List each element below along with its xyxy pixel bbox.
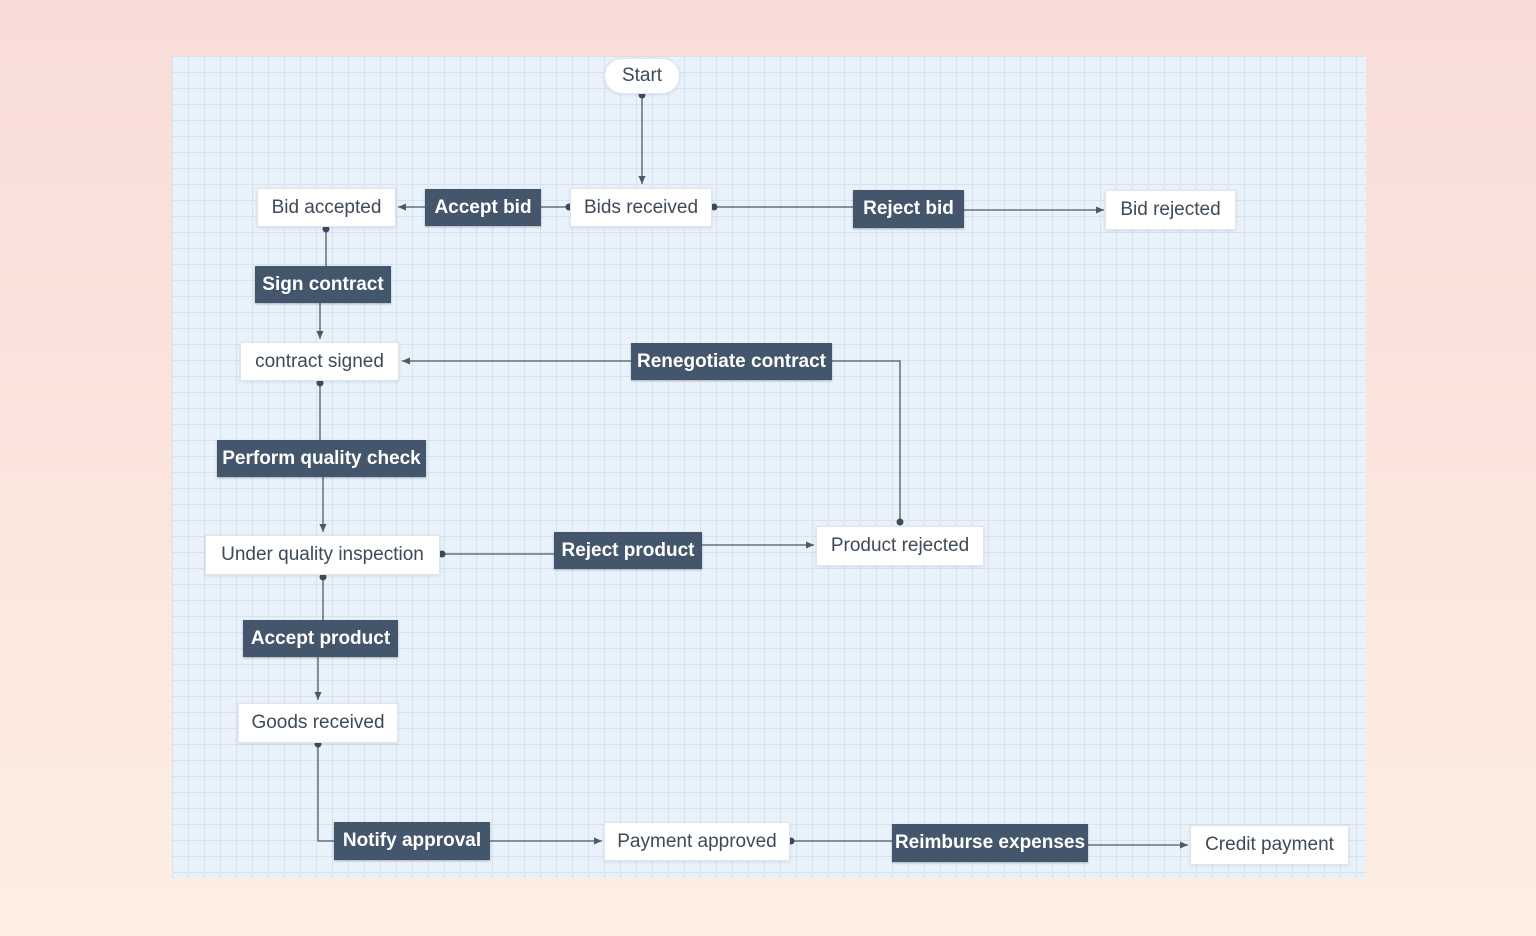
- node-payment-approved[interactable]: Payment approved: [604, 822, 790, 861]
- edge-product-rejected-dot: [896, 518, 904, 526]
- diagram-canvas: Start Bids received Accept bid Bid accep…: [172, 56, 1366, 878]
- node-renegotiate-contract[interactable]: Renegotiate contract: [631, 343, 832, 380]
- edge-inspection-bottom-dot: [319, 573, 327, 581]
- edge-contract-signed-dot: [316, 379, 324, 387]
- node-reject-bid[interactable]: Reject bid: [853, 190, 964, 228]
- node-notify-approval[interactable]: Notify approval: [334, 822, 490, 860]
- node-contract-signed[interactable]: contract signed: [240, 342, 399, 381]
- edge-inspection-right-dot: [438, 550, 446, 558]
- edge-bid-accepted-dot: [322, 225, 330, 233]
- node-accept-bid[interactable]: Accept bid: [425, 189, 541, 226]
- node-perform-quality-check[interactable]: Perform quality check: [217, 440, 426, 477]
- node-sign-contract[interactable]: Sign contract: [255, 266, 391, 303]
- node-goods-received[interactable]: Goods received: [238, 703, 398, 743]
- node-product-rejected[interactable]: Product rejected: [816, 526, 984, 566]
- node-bid-accepted[interactable]: Bid accepted: [257, 188, 396, 227]
- node-under-quality-inspection[interactable]: Under quality inspection: [205, 535, 440, 575]
- node-bid-rejected[interactable]: Bid rejected: [1105, 190, 1236, 230]
- node-start[interactable]: Start: [604, 58, 680, 94]
- node-accept-product[interactable]: Accept product: [243, 620, 398, 657]
- edge-bids-received-right-dot: [710, 203, 718, 211]
- node-reimburse-expenses[interactable]: Reimburse expenses: [892, 824, 1088, 862]
- edge-goods-received-to-notify-approval: [317, 744, 334, 842]
- edge-product-rejected-to-renegotiate: [832, 360, 901, 522]
- node-bids-received[interactable]: Bids received: [570, 188, 712, 227]
- node-credit-payment[interactable]: Credit payment: [1190, 825, 1349, 865]
- node-reject-product[interactable]: Reject product: [554, 532, 702, 569]
- diagram-edges: [314, 91, 1188, 849]
